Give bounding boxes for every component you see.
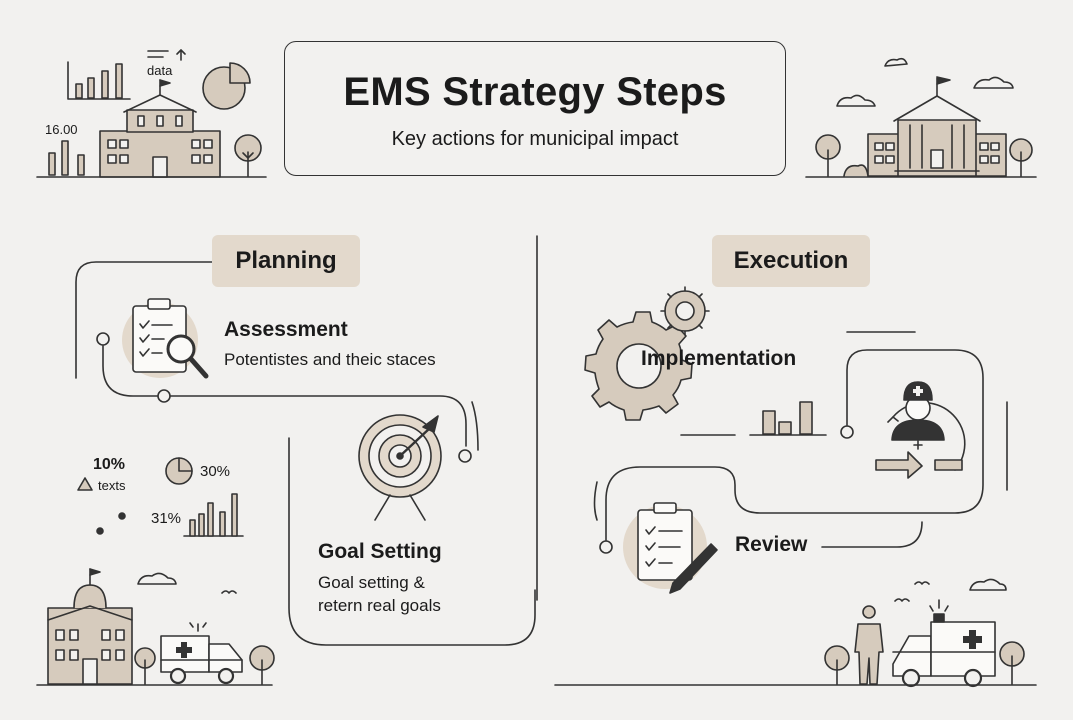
implementation-title: Implementation bbox=[641, 347, 797, 370]
cloud-icon bbox=[969, 578, 1007, 591]
cloud-icon bbox=[884, 57, 908, 67]
stat-texts-label: texts bbox=[98, 478, 126, 493]
execution-connector bbox=[593, 481, 598, 521]
tree-right-icon bbox=[815, 134, 1033, 177]
data-lines-icon bbox=[147, 49, 186, 61]
dot-icon bbox=[96, 527, 104, 535]
goal-setting-description-line: retern real goals bbox=[318, 596, 441, 615]
goal-setting-description: Goal setting & retern real goals bbox=[318, 571, 441, 617]
page-title: EMS Strategy Steps bbox=[343, 70, 727, 114]
connector-node bbox=[96, 332, 110, 346]
bush-icon bbox=[843, 164, 869, 177]
clipboard-magnifier-icon bbox=[122, 298, 209, 379]
pie-chart-icon bbox=[165, 457, 193, 485]
paramedic-icon bbox=[875, 381, 966, 479]
connector-node bbox=[458, 449, 472, 463]
bird-icon bbox=[914, 581, 930, 585]
connector-node bbox=[157, 389, 171, 403]
connector-node bbox=[599, 540, 613, 554]
execution-phase-label: Execution bbox=[712, 235, 870, 287]
title-card: EMS Strategy Steps Key actions for munic… bbox=[284, 41, 786, 176]
planning-phase-label: Planning bbox=[212, 235, 360, 287]
target-arrow-icon bbox=[358, 414, 442, 521]
top-left-bar-chart-icon bbox=[67, 61, 131, 100]
gears-icon bbox=[584, 286, 710, 421]
goal-setting-title: Goal Setting bbox=[318, 540, 442, 563]
triangle-icon bbox=[77, 477, 93, 491]
ambulance-right-icon bbox=[892, 599, 996, 688]
small-bar-chart-icon bbox=[183, 493, 244, 537]
assessment-title: Assessment bbox=[224, 318, 348, 341]
stat-30-percent: 30% bbox=[200, 463, 231, 480]
planning-connector bbox=[288, 437, 536, 646]
paramedic-standing-icon bbox=[854, 605, 884, 685]
page-subtitle: Key actions for municipal impact bbox=[391, 128, 679, 150]
planning-connector bbox=[471, 401, 479, 451]
city-hall-left-icon bbox=[99, 79, 221, 178]
execution-connector bbox=[821, 521, 923, 548]
clipboard-pencil-icon bbox=[623, 502, 718, 594]
tree-icon bbox=[134, 645, 275, 685]
assessment-description: Potentistes and theic staces bbox=[224, 350, 436, 369]
small-bar-chart-icon bbox=[48, 140, 85, 176]
value-label: 16.00 bbox=[45, 122, 78, 137]
tree-icon bbox=[824, 641, 1025, 685]
cloud-icon bbox=[137, 572, 177, 585]
cloud-icon bbox=[836, 94, 876, 107]
bird-icon bbox=[221, 590, 237, 594]
planning-connector bbox=[102, 345, 467, 447]
bird-icon bbox=[894, 598, 910, 602]
ambulance-left-icon bbox=[160, 622, 243, 685]
city-hall-right-icon bbox=[867, 76, 1007, 177]
cloud-icon bbox=[973, 76, 1014, 89]
bar-chart-icon bbox=[762, 401, 813, 435]
review-title: Review bbox=[735, 533, 808, 556]
stat-10-percent: 10% bbox=[93, 456, 126, 473]
tree-left-icon bbox=[234, 134, 262, 177]
stat-31-percent: 31% bbox=[151, 510, 182, 527]
goal-setting-description-line: Goal setting & bbox=[318, 573, 425, 592]
execution-connector bbox=[605, 349, 984, 541]
data-label: data bbox=[147, 63, 173, 78]
pie-chart-icon bbox=[202, 62, 251, 110]
town-hall-bottom-left-icon bbox=[47, 568, 133, 685]
connector-node bbox=[840, 425, 854, 439]
planning-connector bbox=[75, 261, 213, 379]
dot-icon bbox=[118, 512, 126, 520]
